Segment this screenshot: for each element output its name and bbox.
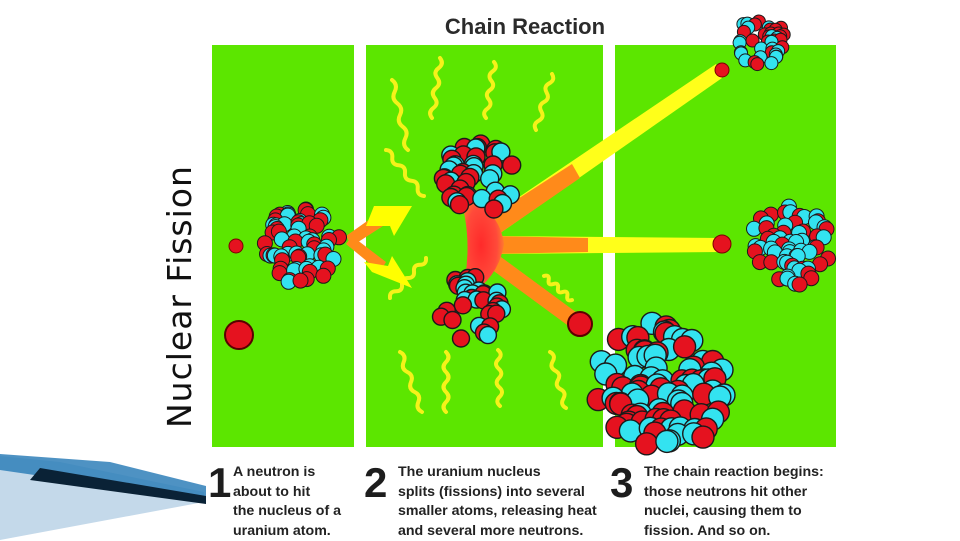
nucleon xyxy=(478,325,498,345)
nucleon xyxy=(750,57,765,72)
heat-wave xyxy=(398,350,424,414)
heat-wave xyxy=(428,56,444,120)
incoming-arrow-lower-head xyxy=(364,256,412,288)
nucleon xyxy=(453,296,473,315)
emitted-neutron-down xyxy=(567,311,593,337)
step-3-caption: 3 The chain reaction begins: those neutr… xyxy=(610,459,842,539)
beam-up-right-hot xyxy=(482,164,580,236)
nucleon xyxy=(655,429,679,454)
step-1-text: A neutron is about to hit the nucleus of… xyxy=(233,464,341,539)
free-neutron xyxy=(224,320,254,350)
nucleon xyxy=(484,199,504,219)
diagram-title: Chain Reaction xyxy=(444,14,606,39)
incoming-arrow-upper-head xyxy=(366,206,412,236)
nucleon xyxy=(502,155,522,175)
nucleon xyxy=(634,432,659,456)
nucleon xyxy=(764,56,779,71)
incoming-arrow-lower xyxy=(346,236,386,272)
step-2-text: The uranium nucleus splits (fissions) in… xyxy=(398,464,597,539)
emitted-neutron-up xyxy=(714,62,730,78)
incoming-neutron xyxy=(228,238,244,254)
heat-wave xyxy=(441,350,451,414)
heat-wave xyxy=(494,348,504,408)
step-1-caption: 1 A neutron is about to hit the nucleus … xyxy=(208,459,358,539)
fragment-nucleus-lower xyxy=(431,268,512,348)
energy-beams xyxy=(346,64,722,330)
fragment-nucleus-upper xyxy=(433,134,522,219)
target-nucleus-large xyxy=(586,311,736,456)
nucleon xyxy=(449,194,470,215)
heat-wave xyxy=(542,273,574,303)
heat-wave xyxy=(532,72,556,132)
step-3-number: 3 xyxy=(610,459,634,506)
uranium-nucleus xyxy=(256,201,347,290)
step-3-text: The chain reaction begins: those neutron… xyxy=(644,464,824,539)
nucleon xyxy=(672,335,697,359)
emitted-neutron-right xyxy=(712,234,732,254)
target-nucleus-right xyxy=(746,198,836,293)
step-2-caption: 2 The uranium nucleus splits (fissions) … xyxy=(364,459,612,539)
beam-right-hot xyxy=(492,236,588,254)
heat-waves xyxy=(384,56,574,414)
heat-wave xyxy=(390,78,410,152)
nucleon xyxy=(443,310,462,330)
heat-wave xyxy=(548,350,568,410)
beam-down-right xyxy=(476,246,584,330)
nucleon xyxy=(745,33,760,48)
nucleon xyxy=(791,276,808,293)
step-1-number: 1 xyxy=(208,459,232,506)
heat-wave xyxy=(387,256,429,300)
heat-wave xyxy=(384,148,426,198)
target-nucleus-top xyxy=(732,14,791,72)
heat-wave xyxy=(482,60,498,120)
nucleon xyxy=(315,267,332,284)
step-2-number: 2 xyxy=(364,459,388,506)
nucleon xyxy=(691,425,715,449)
nucleon xyxy=(292,272,309,289)
nucleon xyxy=(451,329,471,348)
